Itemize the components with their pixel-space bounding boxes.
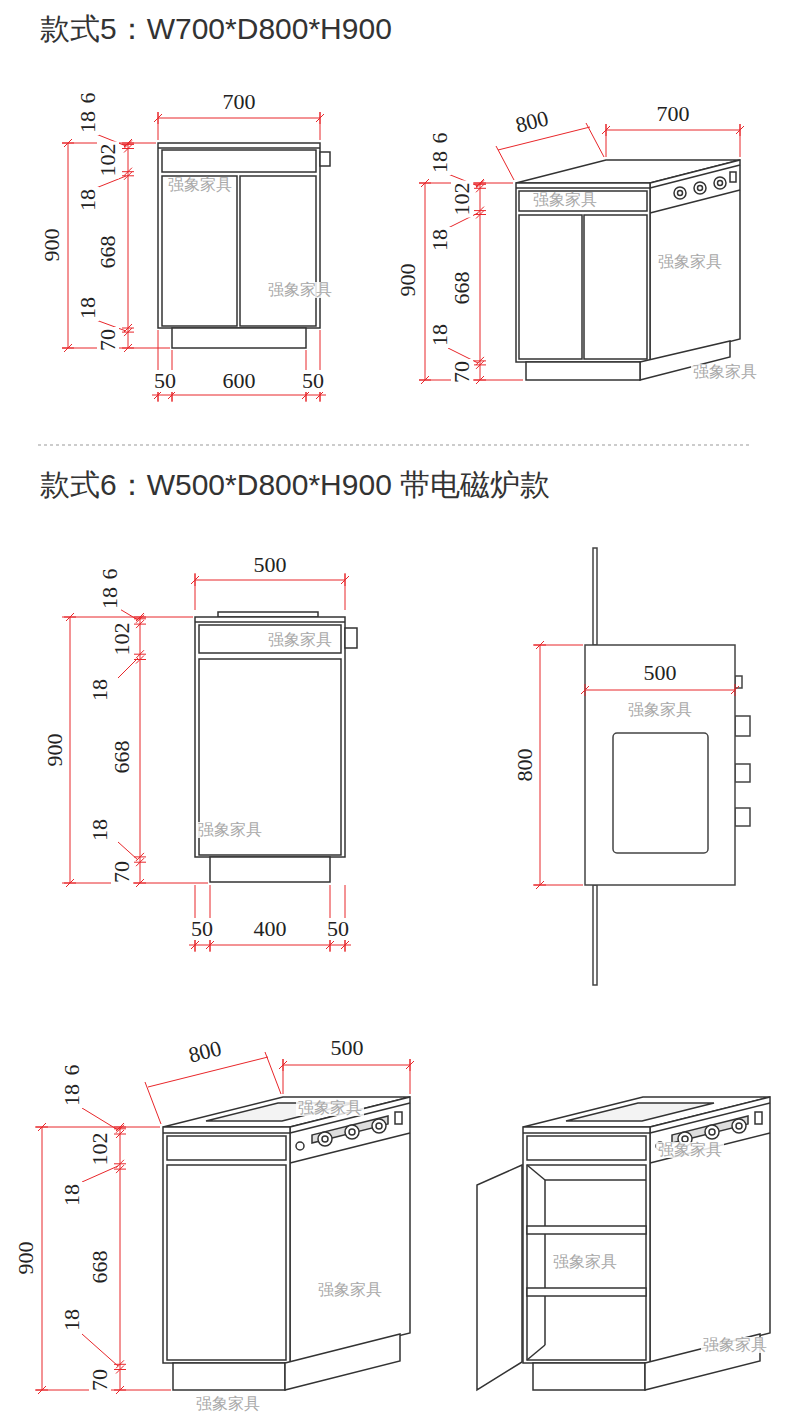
dimension-value: 102 <box>451 181 473 218</box>
watermark: 强象家具 <box>194 1396 262 1412</box>
dimension-value: 500 <box>642 662 679 684</box>
section-title: 款式6：W500*D800*H900 带电磁炉款 <box>40 470 550 500</box>
dimension-value: 668 <box>111 739 133 776</box>
watermark: 强象家具 <box>166 177 234 193</box>
watermark: 强象家具 <box>701 1337 769 1353</box>
dimension-value: 50 <box>300 370 326 392</box>
dimension-value: 600 <box>221 370 258 392</box>
dimension-value: 18 <box>429 149 451 175</box>
dimension-value: 18 <box>77 187 99 213</box>
dimension-value: 70 <box>451 359 473 385</box>
dimension-value: 900 <box>15 1240 37 1277</box>
section-title: 款式5：W700*D800*H900 <box>40 14 392 44</box>
dimension-value: 102 <box>89 1131 111 1168</box>
dimension-value: 700 <box>221 91 258 113</box>
dimension-value: 18 <box>77 295 99 321</box>
dimension-value: 18 <box>429 227 451 253</box>
dimension-value: 18 <box>61 1082 83 1108</box>
dimension-value: 500 <box>329 1037 366 1059</box>
watermark: 强象家具 <box>266 632 334 648</box>
dimension-value: 800 <box>514 747 536 784</box>
dimension-value: 70 <box>97 327 119 353</box>
dimension-value: 6 <box>61 1063 83 1078</box>
watermark: 强象家具 <box>551 1254 619 1270</box>
watermark: 强象家具 <box>656 254 724 270</box>
dimension-value: 18 <box>99 585 121 611</box>
dimension-value: 400 <box>252 918 289 940</box>
dimension-value: 70 <box>89 1367 111 1393</box>
dimension-value: 6 <box>429 131 451 146</box>
watermark: 强象家具 <box>296 1100 364 1116</box>
dimension-value: 668 <box>97 234 119 271</box>
dimension-value: 800 <box>184 1037 225 1067</box>
dimension-value: 18 <box>429 322 451 348</box>
dimension-value: 18 <box>77 109 99 135</box>
watermark: 强象家具 <box>656 1142 724 1158</box>
dimension-value: 102 <box>111 621 133 658</box>
watermark: 强象家具 <box>266 282 334 298</box>
dimension-value: 900 <box>41 227 63 264</box>
dimension-value: 700 <box>655 103 692 125</box>
watermark: 强象家具 <box>691 364 759 380</box>
dimension-value: 500 <box>252 554 289 576</box>
dimension-value: 800 <box>511 107 552 137</box>
dimension-value: 50 <box>152 370 178 392</box>
dimension-value: 18 <box>61 1307 83 1333</box>
dimension-value: 18 <box>89 817 111 843</box>
dimension-value: 900 <box>397 262 419 299</box>
dimension-value: 70 <box>111 859 133 885</box>
dimension-value: 668 <box>89 1249 111 1286</box>
watermark: 强象家具 <box>196 822 264 838</box>
dimension-value: 18 <box>61 1182 83 1208</box>
watermark: 强象家具 <box>316 1282 384 1298</box>
watermark: 强象家具 <box>626 702 694 718</box>
dimension-value: 6 <box>99 567 121 582</box>
watermark: 强象家具 <box>531 192 599 208</box>
dimension-value: 900 <box>44 732 66 769</box>
dimension-value: 102 <box>97 142 119 179</box>
dimension-value: 18 <box>89 677 111 703</box>
dimension-value: 50 <box>189 918 215 940</box>
dimension-value: 50 <box>325 918 351 940</box>
dimension-value: 668 <box>451 270 473 307</box>
dimension-value: 6 <box>77 91 99 106</box>
